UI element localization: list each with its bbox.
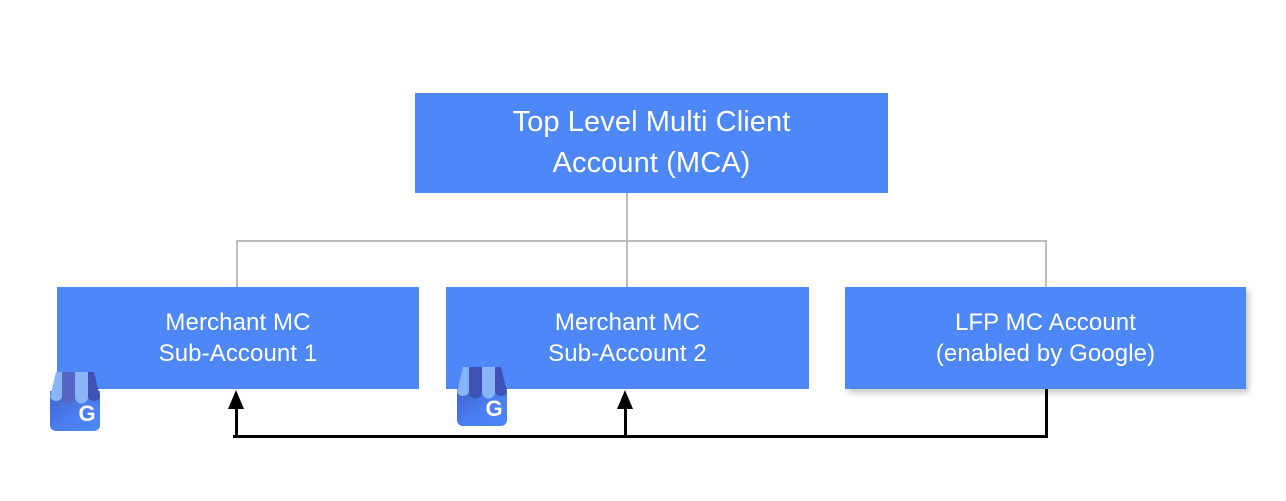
node-merchant-mc-sub-account-1[interactable]: Merchant MC Sub-Account 1 — [57, 287, 419, 389]
node-lfp-mc-account[interactable]: LFP MC Account (enabled by Google) — [845, 287, 1246, 389]
node-lfp-mc-account-label: LFP MC Account (enabled by Google) — [935, 309, 1156, 367]
connector-horizontal-bus — [236, 240, 1047, 242]
flow-line-to-sub-account-1 — [235, 405, 238, 437]
node-top-level-mca[interactable]: Top Level Multi Client Account (MCA) — [415, 93, 888, 193]
connector-bus-to-lfp-account — [1045, 240, 1047, 288]
svg-text:G: G — [78, 401, 95, 426]
arrowhead-icon-to-sub-account-2 — [617, 390, 633, 409]
arrowhead-icon-to-sub-account-1 — [228, 390, 244, 409]
flow-line-from-lfp-account — [1045, 389, 1048, 437]
google-business-profile-icon: G — [447, 360, 517, 430]
connector-mca-to-bus — [626, 193, 628, 242]
node-merchant-mc-sub-account-2-label: Merchant MC Sub-Account 2 — [548, 309, 707, 367]
flow-line-horizontal — [233, 435, 1048, 438]
flow-line-to-sub-account-2 — [624, 405, 627, 437]
node-merchant-mc-sub-account-1-label: Merchant MC Sub-Account 1 — [158, 309, 318, 367]
connector-bus-to-sub-account-1 — [236, 240, 238, 288]
svg-text:G: G — [485, 396, 502, 421]
google-business-profile-icon: G — [40, 365, 110, 435]
node-top-level-mca-label: Top Level Multi Client Account (MCA) — [512, 106, 791, 179]
connector-bus-to-sub-account-2 — [626, 240, 628, 288]
node-merchant-mc-sub-account-2[interactable]: Merchant MC Sub-Account 2 — [446, 287, 809, 389]
